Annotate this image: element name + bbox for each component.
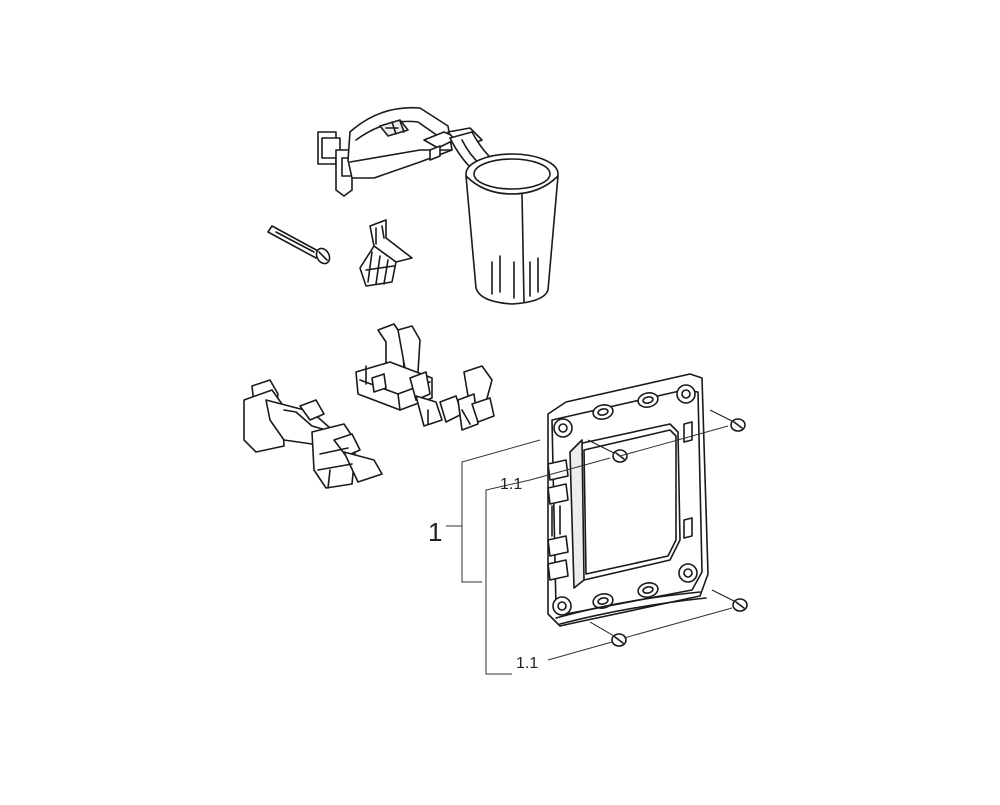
screw (711, 589, 748, 612)
callout-top-sub: 1.1 (500, 476, 522, 493)
mounting-clip-upper (355, 323, 495, 431)
long-bolt (267, 225, 331, 265)
callout-main: 1 (428, 517, 442, 547)
callout-leaders (446, 425, 733, 675)
cistern-bracket-with-cup (317, 106, 559, 305)
screw (589, 621, 627, 647)
mounting-clip-lower (243, 379, 383, 489)
callout-bottom-sub: 1.1 (516, 655, 538, 672)
screw (709, 409, 746, 432)
mounting-frame (547, 373, 709, 627)
wedge-clip (359, 219, 413, 287)
